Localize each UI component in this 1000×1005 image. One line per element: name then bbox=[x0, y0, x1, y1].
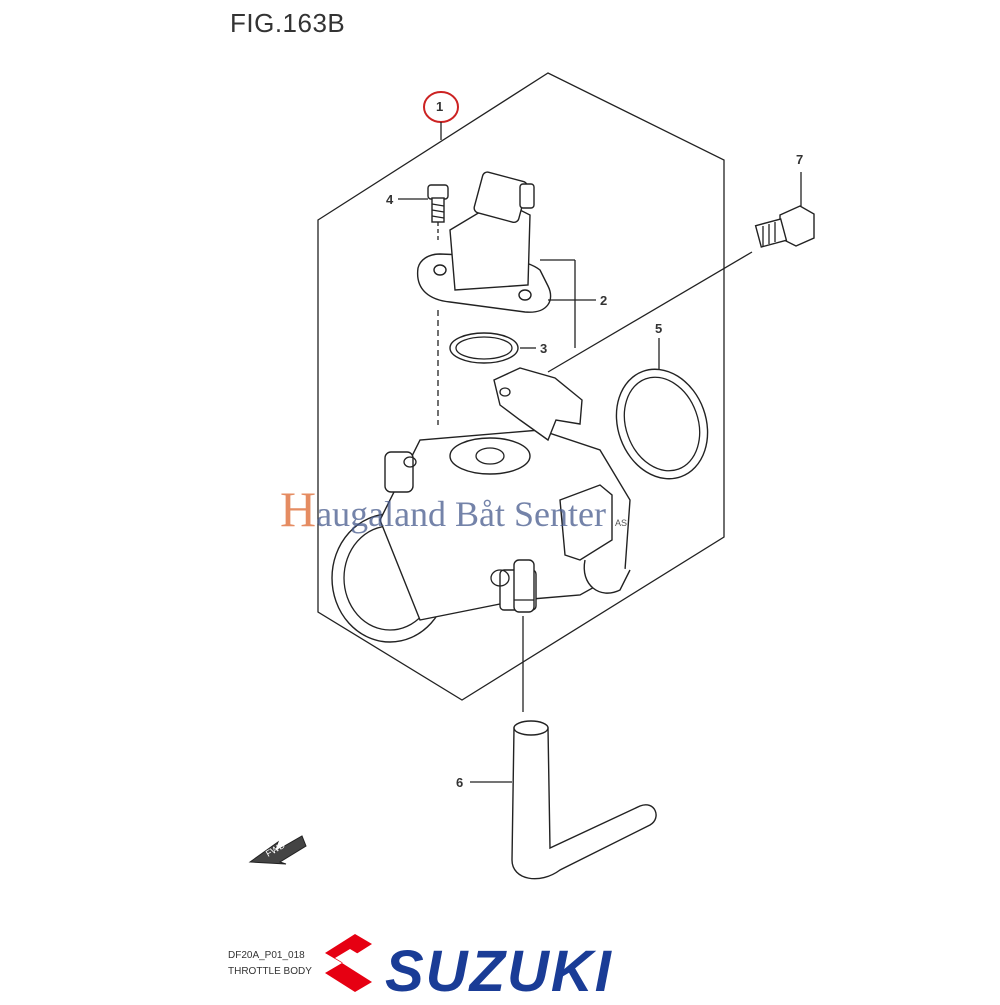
watermark-text: augaland Båt Senter bbox=[316, 494, 607, 534]
hose-nipple bbox=[513, 559, 535, 712]
hose-part-6 bbox=[470, 720, 657, 880]
figure-title: FIG.163B bbox=[230, 8, 346, 38]
callout-5: 5 bbox=[655, 321, 663, 336]
callout-4: 4 bbox=[386, 192, 394, 207]
footer-name: THROTTLE BODY bbox=[228, 966, 312, 977]
watermark-initial: H bbox=[280, 481, 317, 537]
sensor-part-2 bbox=[416, 171, 552, 313]
assembly-boundary bbox=[317, 72, 725, 701]
brand-name: SUZUKI bbox=[385, 939, 613, 1004]
watermark: Haugaland Båt Senter AS bbox=[280, 480, 627, 538]
suzuki-logo-icon bbox=[325, 934, 372, 992]
callout-3: 3 bbox=[540, 341, 548, 356]
throttle-body bbox=[331, 367, 631, 643]
gasket-part-5 bbox=[615, 338, 709, 480]
callout-2: 2 bbox=[600, 293, 608, 308]
footer-code: DF20A_P01_018 bbox=[228, 950, 305, 961]
callout-6: 6 bbox=[456, 775, 464, 790]
o-ring-part-3 bbox=[449, 332, 519, 364]
fwd-arrow-icon: FWD bbox=[248, 835, 307, 865]
watermark-suffix: AS bbox=[615, 518, 628, 528]
callout-7: 7 bbox=[796, 152, 804, 167]
bolt-part-7 bbox=[547, 172, 815, 373]
screw-part-4 bbox=[398, 184, 449, 240]
callout-1: 1 bbox=[436, 99, 444, 114]
